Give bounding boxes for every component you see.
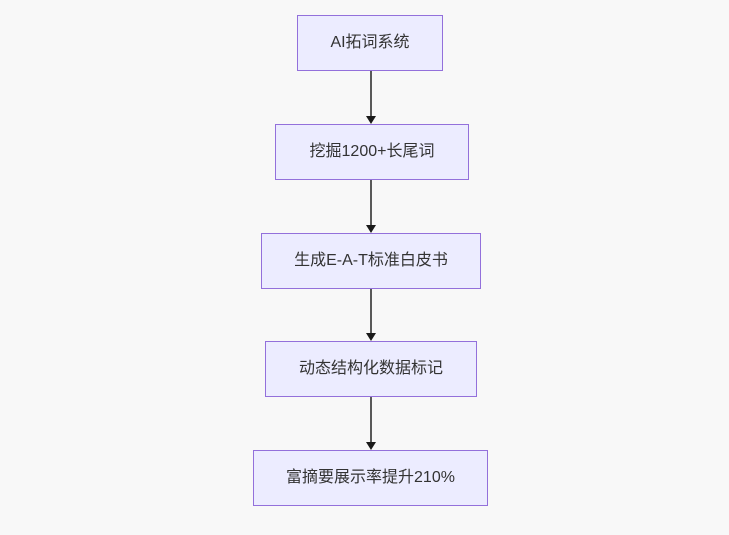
flow-arrow-2 (365, 180, 377, 233)
arrow-head-down-icon (366, 333, 376, 341)
flow-node-rich-snippet-result: 富摘要展示率提升210% (253, 450, 488, 506)
arrow-head-down-icon (366, 116, 376, 124)
node-label: 生成E-A-T标准白皮书 (294, 252, 448, 269)
node-label: 动态结构化数据标记 (298, 360, 443, 377)
node-label: 富摘要展示率提升210% (286, 469, 455, 486)
flow-arrow-4 (365, 397, 377, 450)
flow-node-ai-expansion-system: AI拓词系统 (297, 15, 443, 71)
arrow-line (370, 397, 372, 443)
flow-arrow-3 (365, 289, 377, 341)
flow-node-structured-data-markup: 动态结构化数据标记 (265, 341, 477, 397)
node-label: 挖掘1200+长尾词 (309, 143, 435, 160)
arrow-head-down-icon (366, 442, 376, 450)
arrow-line (370, 180, 372, 226)
flow-node-eat-whitepaper: 生成E-A-T标准白皮书 (261, 233, 481, 289)
arrow-line (370, 71, 372, 117)
node-label: AI拓词系统 (330, 34, 410, 51)
flow-node-longtail-keyword-mining: 挖掘1200+长尾词 (275, 124, 469, 180)
flow-arrow-1 (365, 71, 377, 124)
arrow-line (370, 289, 372, 334)
arrow-head-down-icon (366, 225, 376, 233)
